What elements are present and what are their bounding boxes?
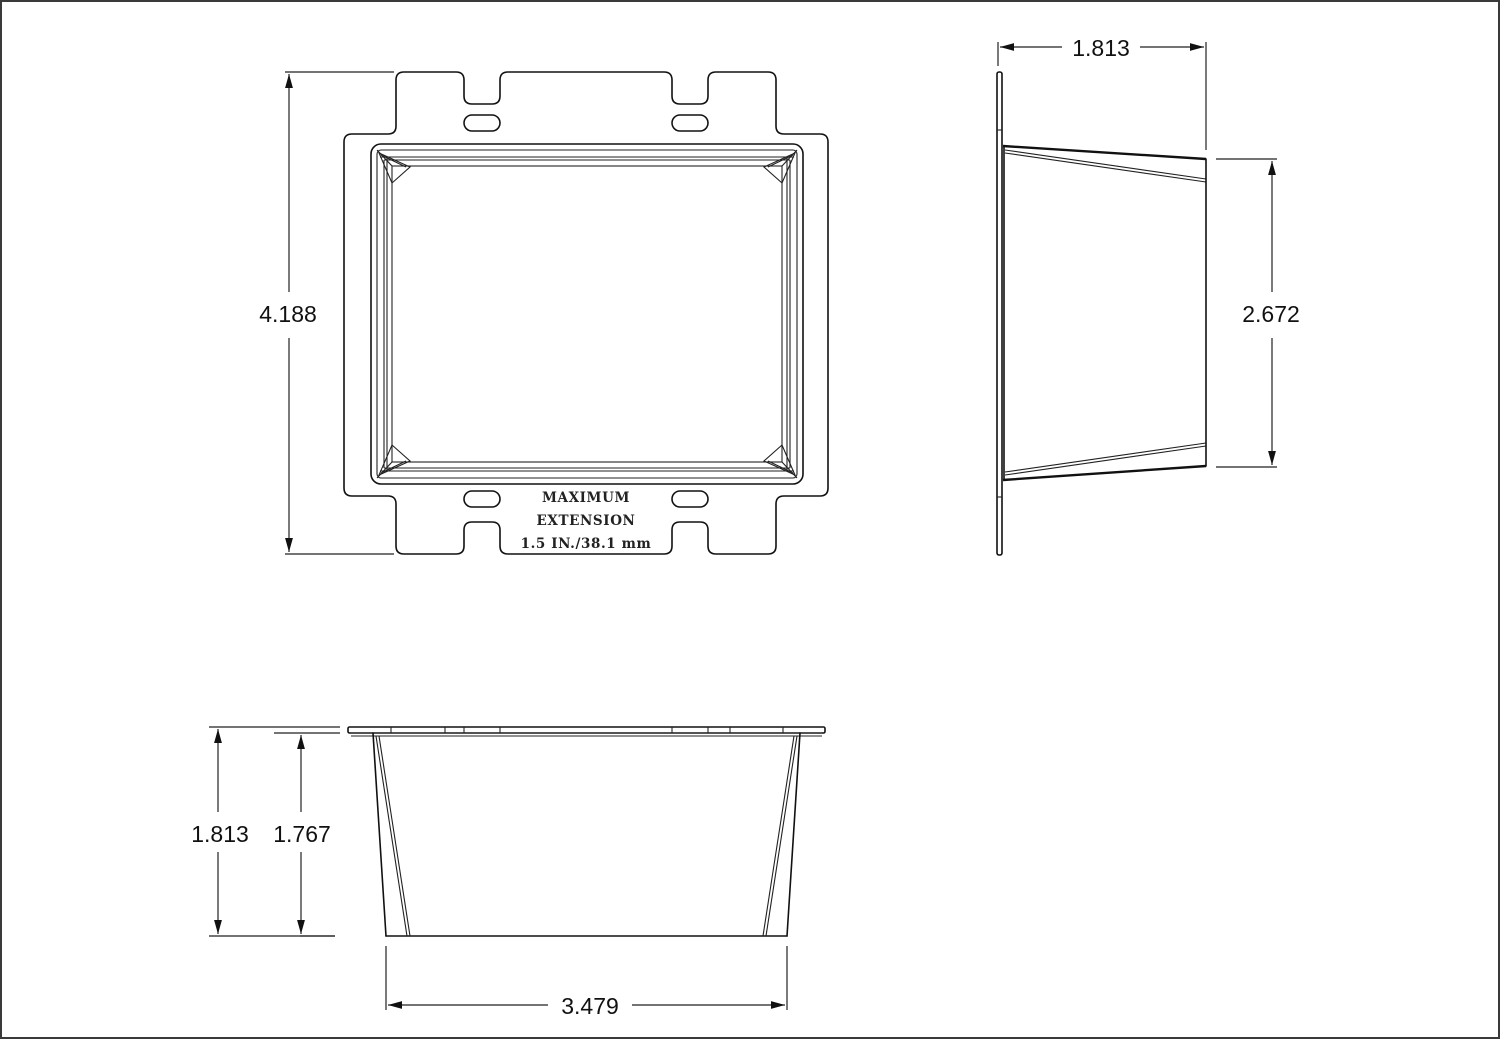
dimension-text: 1.767 [273, 821, 331, 847]
corner-bevels [376, 149, 798, 479]
dimension-text: 4.188 [259, 301, 317, 327]
box-opening-outer [370, 143, 804, 485]
dimension-height-front: 4.188 [259, 71, 394, 555]
max-extension-label: MAXIMUM [542, 490, 630, 506]
dimension-text: 1.813 [1072, 35, 1130, 61]
max-extension-value: 1.5 IN./38.1 mm [521, 536, 652, 552]
mounting-slot [671, 490, 709, 508]
max-extension-label: EXTENSION [536, 513, 635, 529]
bottom-view: 1.813 1.767 3.479 [191, 726, 826, 1019]
dimension-text: 1.813 [191, 821, 249, 847]
dimension-width-bottom: 3.479 [385, 946, 788, 1019]
flange-plate [996, 71, 1003, 556]
side-view: 1.813 2.672 [996, 35, 1300, 556]
mounting-plate-outline [343, 71, 829, 555]
corner-gussets [377, 151, 797, 477]
box-floor [391, 165, 783, 463]
dimension-text: 3.479 [561, 993, 619, 1019]
mounting-slot [671, 114, 709, 132]
front-view: MAXIMUM EXTENSION 1.5 IN./38.1 mm 4.188 [259, 71, 829, 555]
box-opening-lip [376, 149, 798, 479]
dimension-depth-side: 1.813 [997, 35, 1207, 150]
dimension-box-depth: 1.767 [273, 732, 340, 937]
dimension-total-depth: 1.813 [191, 726, 340, 937]
mounting-slot [463, 490, 501, 508]
dimension-height-side: 2.672 [1216, 158, 1300, 468]
mounting-slot [463, 114, 501, 132]
dimension-text: 2.672 [1242, 301, 1300, 327]
flange-plate [347, 726, 826, 734]
